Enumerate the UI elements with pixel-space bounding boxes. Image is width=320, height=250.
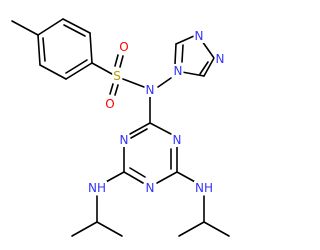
triazole-double-bond	[181, 44, 184, 63]
benzene-bond	[37, 18, 64, 36]
molecule-structure-diagram: S O O N N N N N N N NH NH	[11, 18, 230, 237]
isopropyl-bond	[178, 221, 205, 237]
triazole-double-bond	[199, 61, 209, 75]
atom-label-background	[112, 69, 122, 83]
aryl-sulfur-bond	[91, 62, 113, 75]
benzene-bond	[89, 32, 93, 64]
oxygen-atom-label-bottom: O	[105, 97, 114, 111]
atom-label-background	[104, 97, 116, 111]
atom-label-background-layer	[87, 29, 226, 195]
triazole-n2-label: N	[216, 52, 225, 66]
triazole-bond	[203, 57, 215, 77]
benzene-bond	[37, 34, 41, 66]
atom-label-background	[144, 83, 156, 97]
atom-label-layer: S O O N N N N N N N NH NH	[88, 29, 224, 195]
sulfonyl-double-bond	[114, 54, 119, 67]
sulfonamide-nitrogen-label: N	[146, 83, 155, 97]
atom-label-background	[172, 64, 184, 78]
triazine-n-right-label: N	[173, 133, 182, 147]
benzene-bond	[65, 62, 93, 80]
triazole-bond	[181, 71, 205, 77]
sulfonyl-double-bond	[114, 84, 119, 96]
isopropyl-bond	[96, 221, 123, 237]
triazole-n1-label: N	[195, 29, 204, 43]
triazine-bond	[149, 122, 172, 135]
sulfonyl-double-bond	[119, 55, 124, 68]
triazine-bond	[129, 122, 151, 135]
amine-bond	[176, 171, 198, 184]
benzene-double-bond	[63, 24, 86, 37]
atom-label-background	[194, 181, 214, 195]
nitrogen-nitrogen-bond	[157, 77, 172, 88]
triazole-bond	[201, 40, 215, 59]
benzene-bond	[39, 64, 67, 80]
triazole-bond	[174, 43, 177, 65]
oxygen-atom-label-top: O	[119, 40, 128, 54]
triazine-double-bond	[130, 128, 148, 139]
amine-right-label: NH	[195, 181, 213, 195]
triazole-bond	[175, 35, 195, 45]
triazole-n4-label: N	[174, 64, 183, 78]
benzene-bond	[62, 18, 91, 34]
triazine-n-left-label: N	[120, 133, 129, 147]
triazine-bond	[156, 171, 178, 184]
atom-label-background	[193, 29, 205, 43]
atom-label-background	[171, 133, 183, 147]
atom-label-background	[214, 52, 226, 66]
isopropyl-bond	[203, 221, 230, 237]
bond-layer	[11, 18, 230, 237]
triazine-n-bottom-label: N	[146, 181, 155, 195]
sulfur-nitrogen-bond	[122, 78, 145, 88]
atom-label-background	[118, 133, 130, 147]
amine-bond	[103, 171, 125, 184]
sulfur-atom-label: S	[113, 69, 121, 83]
isopropyl-bond	[71, 221, 98, 237]
atom-label-background	[144, 181, 156, 195]
benzene-double-bond	[42, 37, 46, 62]
triazine-bond	[123, 171, 144, 184]
triazine-double-bond	[129, 167, 146, 178]
amine-left-label: NH	[88, 181, 106, 195]
atom-label-background	[118, 40, 130, 54]
atom-label-background	[87, 181, 107, 195]
benzene-double-bond	[65, 59, 88, 74]
sulfonyl-double-bond	[109, 83, 114, 95]
methyl-bond	[11, 20, 39, 36]
